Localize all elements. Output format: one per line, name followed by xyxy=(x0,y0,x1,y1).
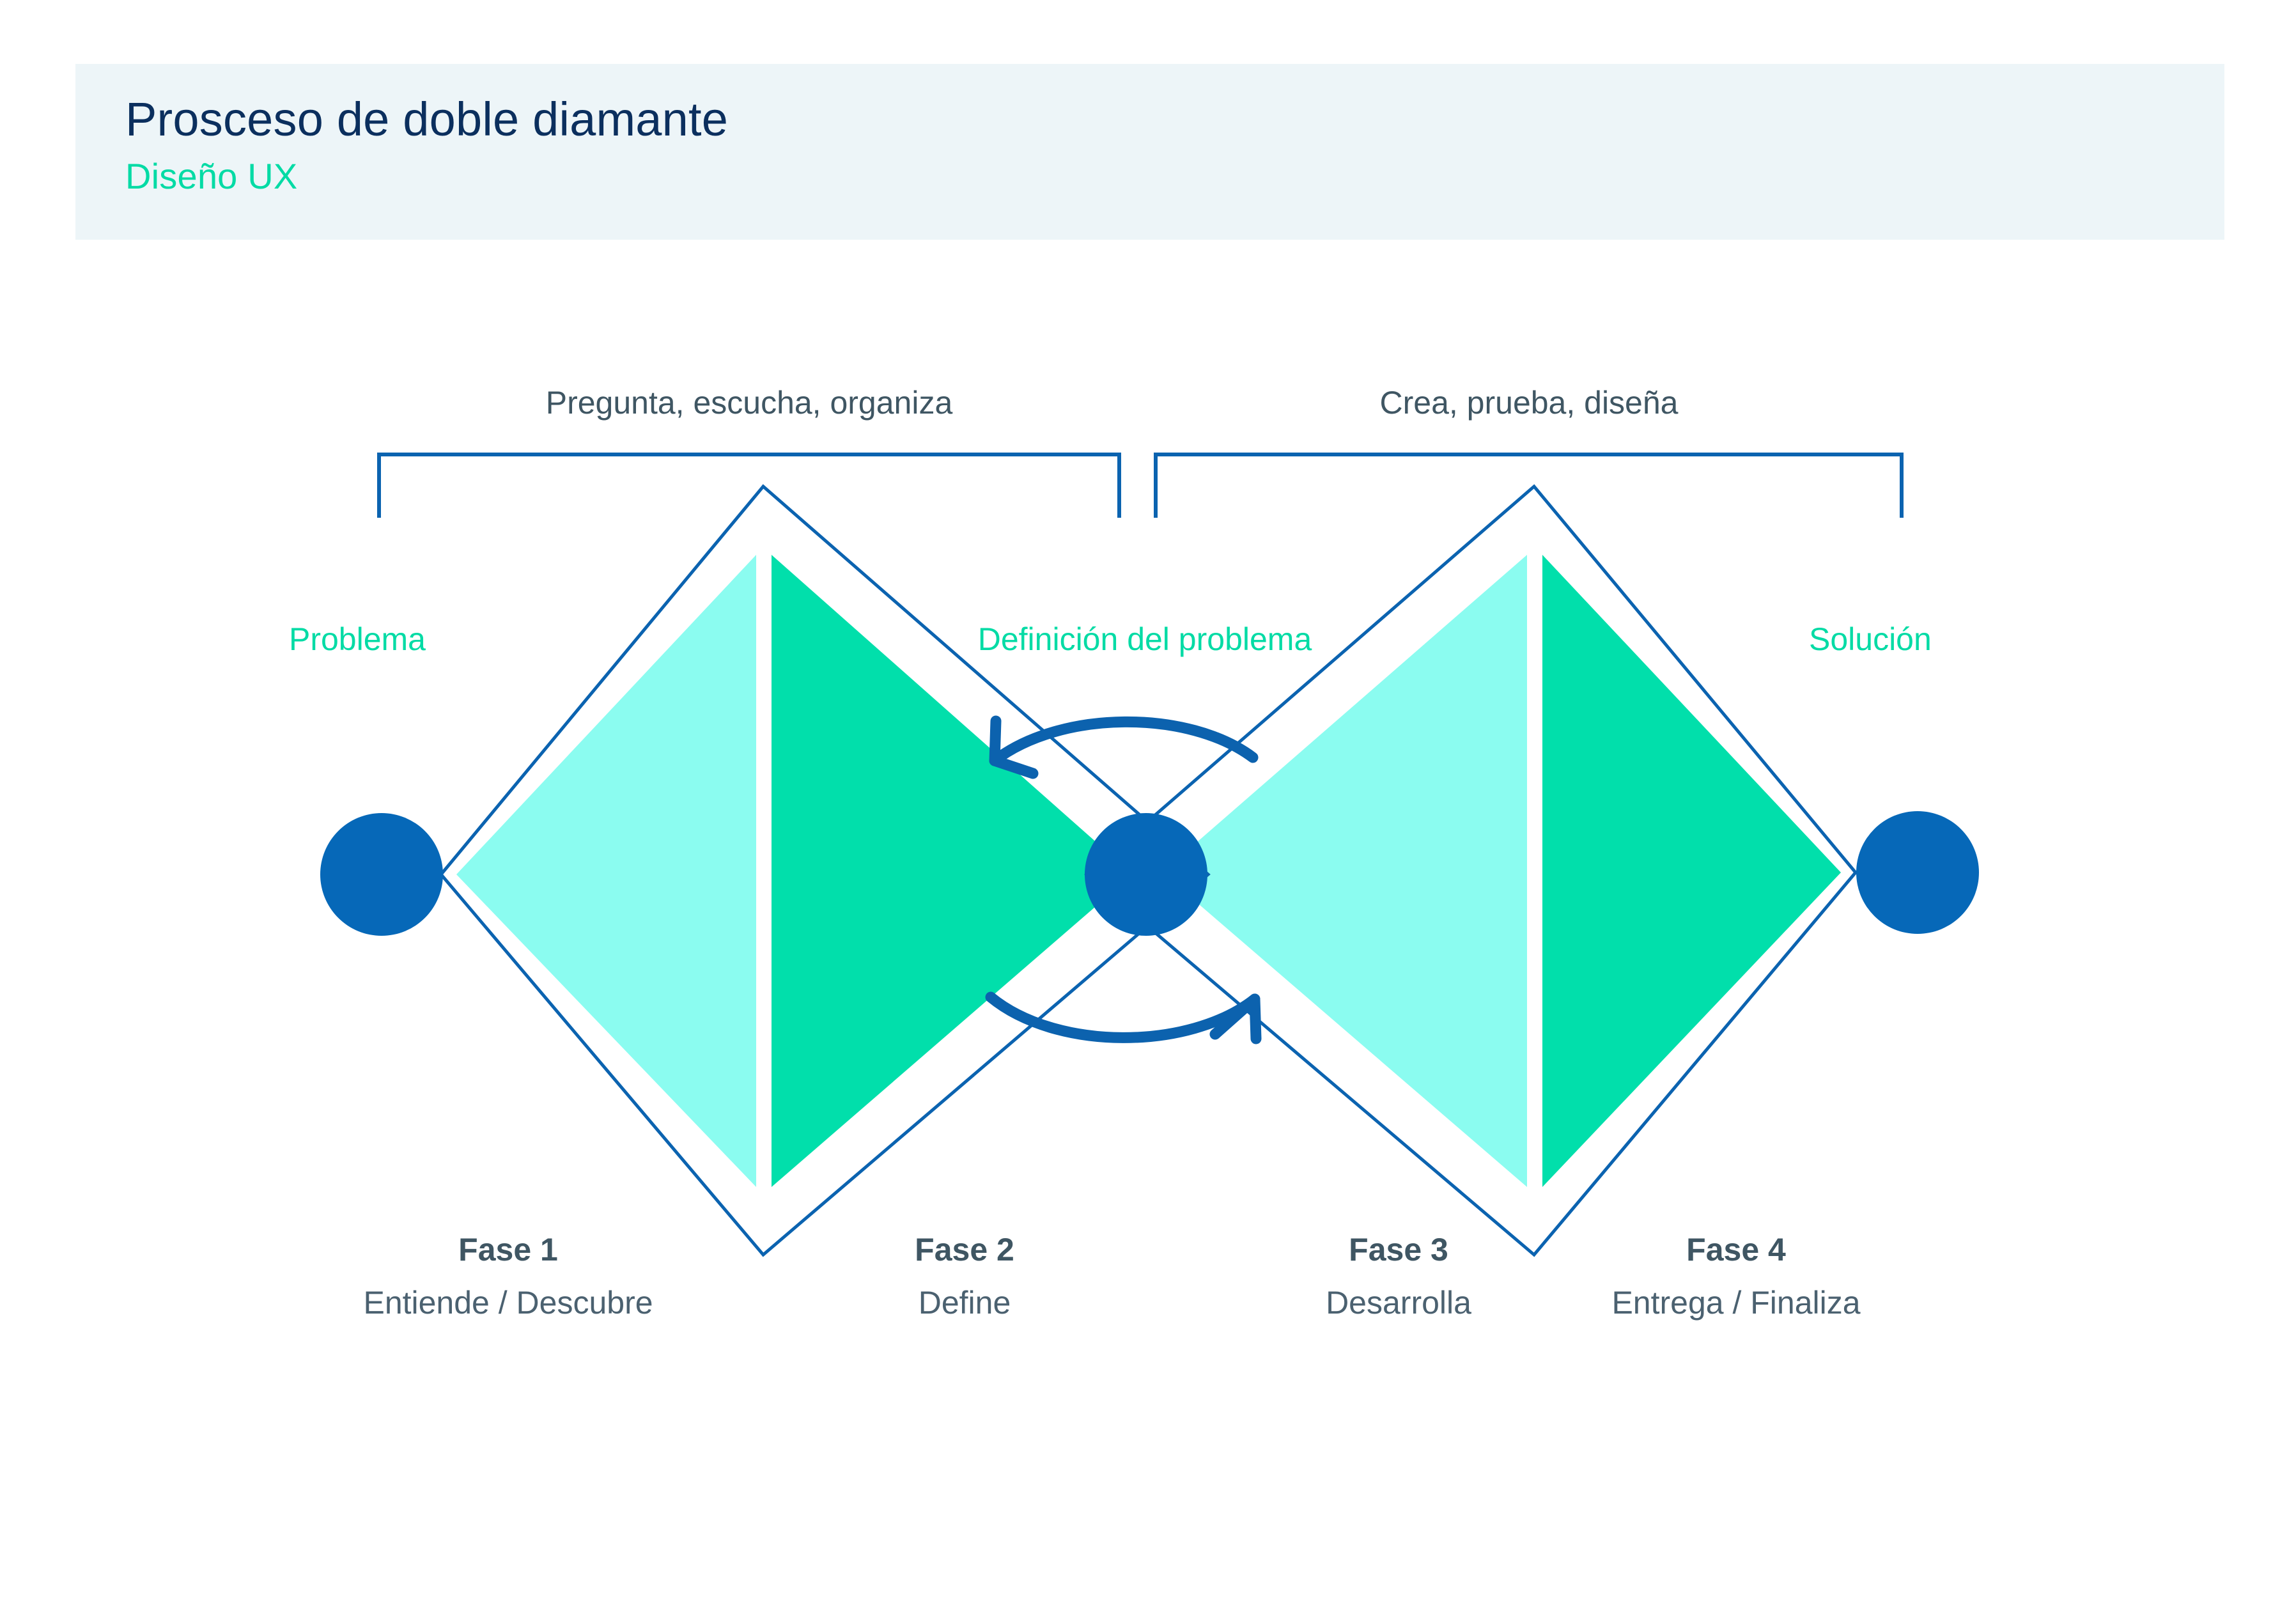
page-subtitle: Diseño UX xyxy=(125,156,298,196)
diamond-1-fills xyxy=(456,555,1133,1187)
iterate-back-arrow xyxy=(989,715,1259,779)
bracket-label-right: Crea, prueba, diseña xyxy=(1379,385,1679,421)
stage-label-definicion: Definición del problema xyxy=(977,621,1312,657)
bracket-left xyxy=(377,453,1121,518)
diamond-2-outline xyxy=(1084,484,1858,1257)
bracket-label-left: Pregunta, escucha, organiza xyxy=(545,385,953,421)
stage-label-problema: Problema xyxy=(289,621,426,657)
diamond-2-fills xyxy=(1162,555,1841,1187)
header-band xyxy=(75,64,2224,240)
page-title: Prosceso de doble diamante xyxy=(125,93,729,146)
problem-node[interactable] xyxy=(320,813,443,936)
diamond-1-outline xyxy=(438,484,1211,1257)
iterate-forward-arrow xyxy=(985,991,1262,1044)
bracket-right xyxy=(1154,453,1904,518)
phase-4-subtitle: Entrega / Finaliza xyxy=(1611,1285,1861,1321)
problem-definition-node[interactable] xyxy=(1085,813,1207,936)
stage-label-solucion: Solución xyxy=(1809,621,1932,657)
phase-2-subtitle: Define xyxy=(918,1285,1011,1321)
phase-3-title: Fase 3 xyxy=(1349,1232,1448,1268)
phase-2-title: Fase 2 xyxy=(915,1232,1014,1268)
phase-4-title: Fase 4 xyxy=(1686,1232,1786,1268)
solution-node[interactable] xyxy=(1856,811,1979,934)
phase-3-subtitle: Desarrolla xyxy=(1326,1285,1471,1321)
phase-1-subtitle: Entiende / Descubre xyxy=(363,1285,653,1321)
phase-1-title: Fase 1 xyxy=(458,1232,558,1268)
